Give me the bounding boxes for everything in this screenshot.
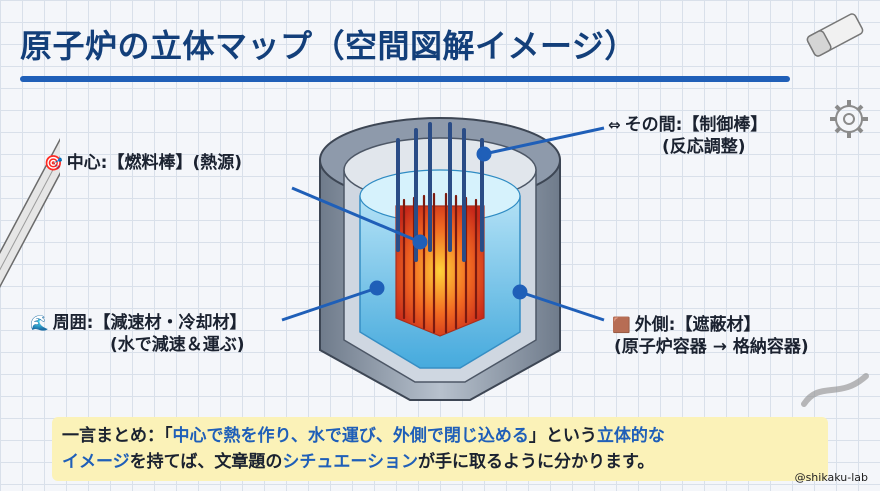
summary-highlight-main: 中心で熱を作り、水で運び、外側で閉じ込める	[172, 426, 529, 446]
summary-line-2: イメージを持てば、文章題のシチュエーションが手に取るように分かります。	[62, 449, 818, 475]
pencil-scribble	[801, 373, 869, 407]
between-control-sub: (反応調整)	[662, 137, 746, 157]
gear-icon	[830, 100, 868, 138]
around-moderator-head: 周囲:【減速材・冷却材】	[52, 313, 247, 333]
reactor-diagram	[319, 117, 561, 401]
summary-line-1: 一言まとめ：「中心で熱を作り、水で運び、外側で閉じ込める」という立体的な	[62, 423, 818, 449]
center-fuel-text: 中心:【燃料棒】(熱源)	[66, 153, 243, 173]
summary-highlight-spatial: 立体的な	[596, 426, 665, 446]
title-underline	[20, 76, 790, 82]
eraser-icon	[806, 13, 864, 57]
between-control-label: ⇔その間:【制御棒】 (反応調整)	[608, 114, 767, 158]
outer-shield-label: 🟫外側:【遮蔽材】 (原子炉容器 → 格納容器)	[612, 314, 809, 358]
center-fuel-label: 🎯中心:【燃料棒】(熱源)	[44, 152, 242, 174]
outer-shield-head: 外側:【遮蔽材】	[634, 315, 761, 335]
summary-highlight-image: イメージ	[62, 452, 130, 472]
around-moderator-label: 🌊周囲:【減速材・冷却材】 (水で減速＆運ぶ)	[30, 312, 247, 356]
brick-icon: 🟫	[612, 316, 631, 334]
summary-ending: が手に取るように分かります。	[418, 452, 655, 472]
credit-text: @shikaku-lab	[794, 471, 868, 484]
summary-box: 一言まとめ：「中心で熱を作り、水で運び、外側で閉じ込める」という立体的な イメー…	[52, 417, 828, 481]
between-control-head: その間:【制御棒】	[624, 115, 768, 135]
around-moderator-sub: (水で減速＆運ぶ)	[110, 335, 245, 355]
target-icon: 🎯	[44, 154, 63, 172]
pencil-icon	[0, 106, 60, 311]
page-title: 原子炉の立体マップ（空間図解イメージ）	[20, 27, 637, 65]
summary-connector: 」という	[528, 426, 597, 446]
summary-middle: を持てば、文章題の	[129, 452, 283, 472]
summary-prefix: 一言まとめ：「	[62, 426, 173, 446]
double-arrow-icon: ⇔	[608, 116, 621, 134]
outer-shield-sub: (原子炉容器 → 格納容器)	[614, 337, 809, 357]
summary-highlight-situation: シチュエーション	[282, 452, 419, 472]
wave-icon: 🌊	[30, 314, 49, 332]
